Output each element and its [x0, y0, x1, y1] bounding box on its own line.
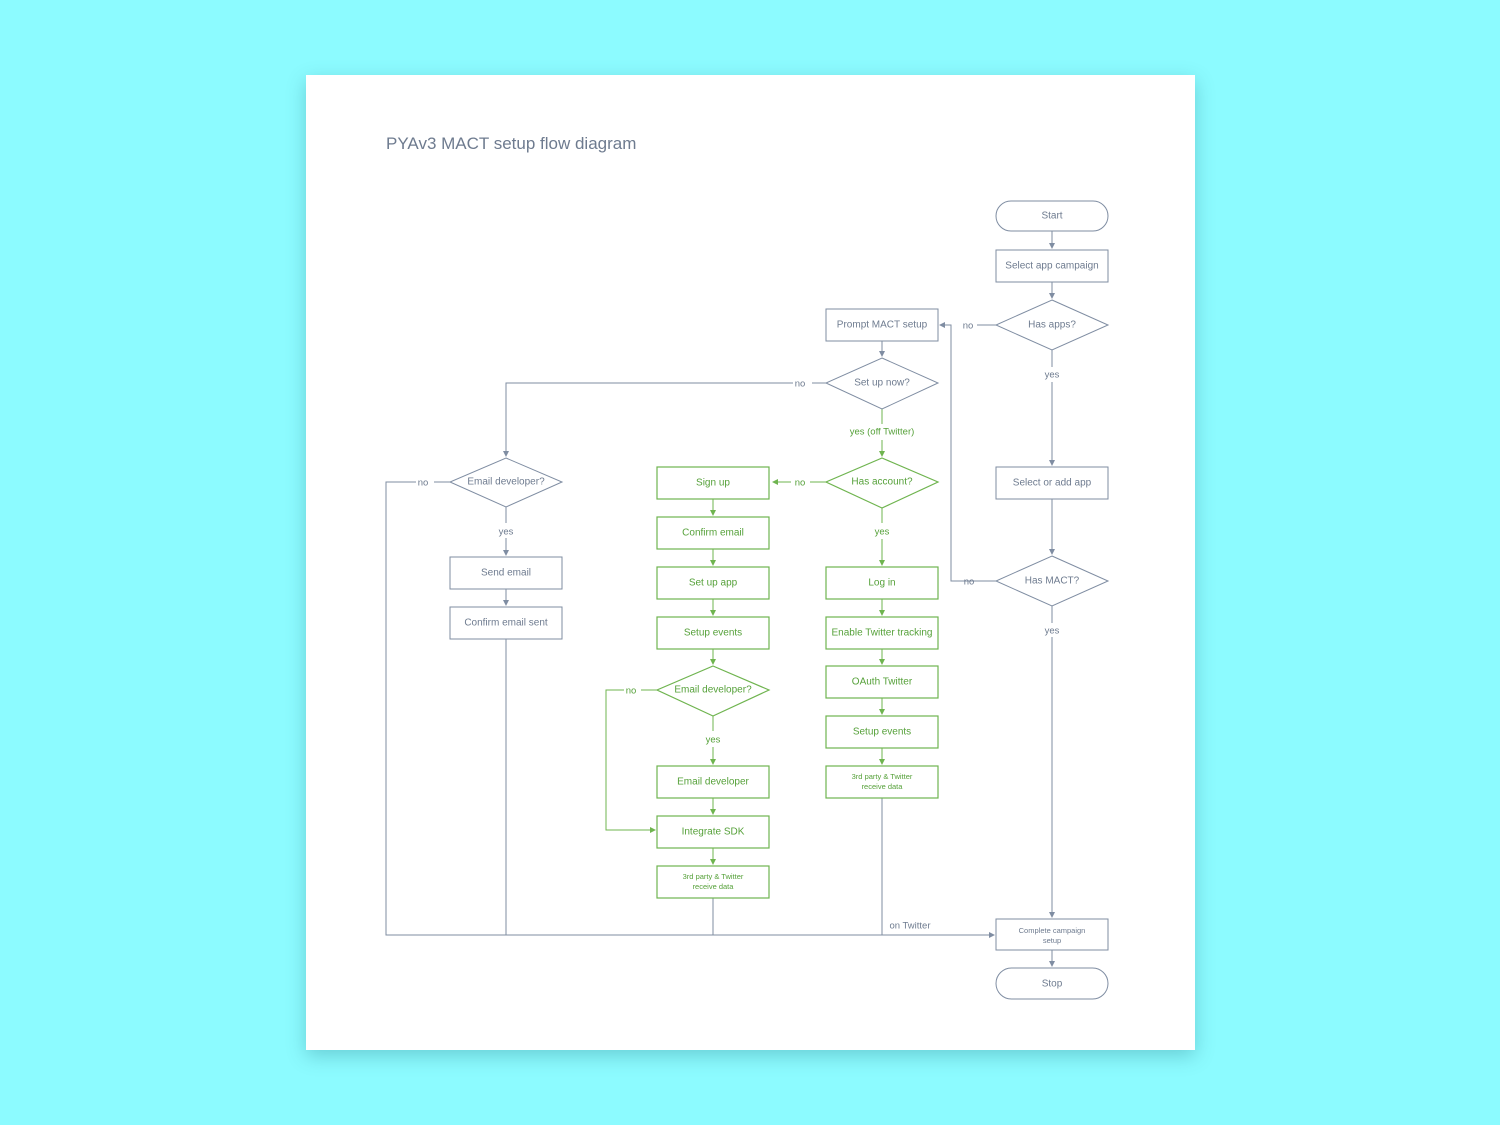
set-up-app-box — [656, 566, 770, 600]
send-email-label: Send email — [481, 568, 531, 579]
email-developer-box — [656, 765, 770, 799]
email-grey-no-label: no — [418, 478, 429, 489]
has-mact-yes-label: yes — [1045, 626, 1060, 637]
stop-terminal — [995, 967, 1109, 1000]
complete-setup-box — [995, 918, 1109, 951]
edge-bottom-bus — [385, 481, 995, 938]
receive-right-label-2: receive data — [862, 782, 904, 791]
receive-right-label-1: 3rd party & Twitter — [852, 772, 913, 781]
has-mact-decision — [994, 555, 1110, 607]
setup-now-decision — [824, 357, 940, 410]
flow-diagram: PYAv3 MACT setup flow diagram — [385, 134, 1110, 1000]
setup-now-no-label: no — [795, 379, 806, 390]
prompt-mact-label: Prompt MACT setup — [837, 320, 928, 331]
setup-events-right-box — [825, 715, 939, 749]
page-title: PYAv3 MACT setup flow diagram — [386, 134, 636, 153]
sign-up-box — [656, 466, 770, 500]
sign-up-label: Sign up — [696, 478, 730, 489]
has-apps-no-label: no — [963, 321, 974, 332]
grey-connectors — [385, 231, 1055, 967]
has-account-label: Has account? — [851, 477, 913, 488]
grey-join-connectors — [712, 798, 883, 935]
setup-events-right-label: Setup events — [853, 727, 911, 738]
send-email-box — [449, 556, 563, 590]
setup-events-left-box — [656, 616, 770, 650]
select-campaign-box — [995, 249, 1109, 283]
has-apps-label: Has apps? — [1028, 320, 1076, 331]
log-in-box — [825, 566, 939, 600]
receive-right-box — [825, 765, 939, 799]
email-green-no-label: no — [626, 686, 637, 697]
start-label: Start — [1041, 211, 1062, 222]
oauth-box — [825, 665, 939, 699]
email-green-yes-label: yes — [706, 735, 721, 746]
log-in-label: Log in — [868, 578, 895, 589]
complete-label-1: Complete campaign — [1019, 926, 1086, 935]
email-dev-green-label: Email developer? — [674, 685, 752, 696]
stop-label: Stop — [1042, 979, 1063, 990]
start-terminal — [995, 200, 1109, 232]
email-developer-label: Email developer — [677, 777, 749, 788]
green-connectors — [605, 409, 885, 865]
edge-emailgreen-no-b — [605, 689, 656, 833]
select-campaign-label: Select app campaign — [1005, 261, 1098, 272]
receive-left-label-1: 3rd party & Twitter — [683, 872, 744, 881]
receive-left-label-2: receive data — [693, 882, 735, 891]
confirm-sent-box — [449, 606, 563, 640]
email-dev-grey-decision — [448, 457, 564, 508]
select-add-app-label: Select or add app — [1013, 478, 1092, 489]
complete-label-2: setup — [1043, 936, 1061, 945]
setup-now-yes-label: yes (off Twitter) — [850, 427, 915, 438]
integrate-sdk-label: Integrate SDK — [682, 827, 745, 838]
has-apps-decision — [994, 299, 1110, 351]
has-mact-no-label: no — [964, 577, 975, 588]
enable-tracking-box — [825, 616, 939, 650]
has-mact-label: Has MACT? — [1025, 576, 1080, 587]
integrate-sdk-box — [656, 815, 770, 849]
confirm-email-label: Confirm email — [682, 528, 744, 539]
confirm-email-box — [656, 516, 770, 550]
email-grey-yes-label: yes — [499, 527, 514, 538]
prompt-mact-box — [825, 308, 939, 342]
setup-events-left-label: Setup events — [684, 628, 742, 639]
email-dev-grey-label: Email developer? — [467, 477, 545, 488]
edge-hasmact-no-loop — [950, 324, 980, 582]
confirm-sent-label: Confirm email sent — [464, 618, 548, 629]
set-up-app-label: Set up app — [689, 578, 738, 589]
has-account-no-label: no — [795, 478, 806, 489]
edge-setupnow-no-b — [503, 382, 793, 457]
oauth-label: OAuth Twitter — [852, 677, 913, 688]
setup-now-label: Set up now? — [854, 378, 910, 389]
enable-tracking-label: Enable Twitter tracking — [832, 628, 933, 639]
has-account-decision — [824, 457, 940, 509]
diagram-sheet: PYAv3 MACT setup flow diagram — [306, 75, 1195, 1050]
has-account-yes-label: yes — [875, 527, 890, 538]
on-twitter-label: on Twitter — [889, 921, 930, 932]
email-dev-green-decision — [655, 665, 771, 717]
receive-left-box — [656, 865, 770, 899]
has-apps-yes-label: yes — [1045, 370, 1060, 381]
select-add-app-box — [995, 466, 1109, 500]
